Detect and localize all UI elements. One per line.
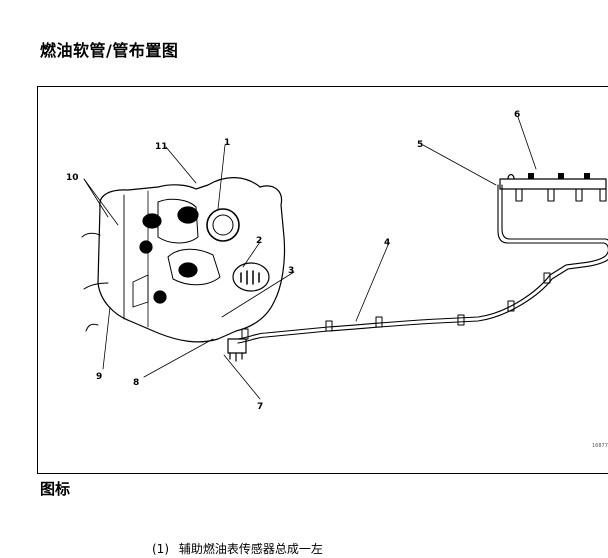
callout-4: 4 <box>384 238 390 248</box>
callout-1: 1 <box>224 138 230 148</box>
legend-item-number: (1) <box>152 542 169 556</box>
callout-2: 2 <box>256 236 262 246</box>
fuel-line-diagram: 1 2 3 4 5 6 7 8 9 10 11 1687758 <box>37 86 608 474</box>
page-title: 燃油软管/管布置图 <box>40 41 179 60</box>
callout-6: 6 <box>514 110 520 120</box>
callout-10: 10 <box>66 173 79 183</box>
callout-8: 8 <box>133 378 139 388</box>
figure-code: 1687758 <box>592 443 608 449</box>
legend-heading: 图标 <box>40 480 71 498</box>
callout-9: 9 <box>96 372 102 382</box>
callout-5: 5 <box>417 140 423 150</box>
fuel-tank-outline <box>97 177 286 343</box>
callout-7: 7 <box>257 402 263 412</box>
fuel-line-illustration: 1 2 3 4 5 6 7 8 9 10 11 1687758 <box>66 110 608 449</box>
legend-item: (1) 辅助燃油表传感器总成一左 <box>152 540 323 557</box>
legend-item-text: 辅助燃油表传感器总成一左 <box>178 542 323 556</box>
callout-11: 11 <box>155 142 168 152</box>
callout-3: 3 <box>288 266 294 276</box>
